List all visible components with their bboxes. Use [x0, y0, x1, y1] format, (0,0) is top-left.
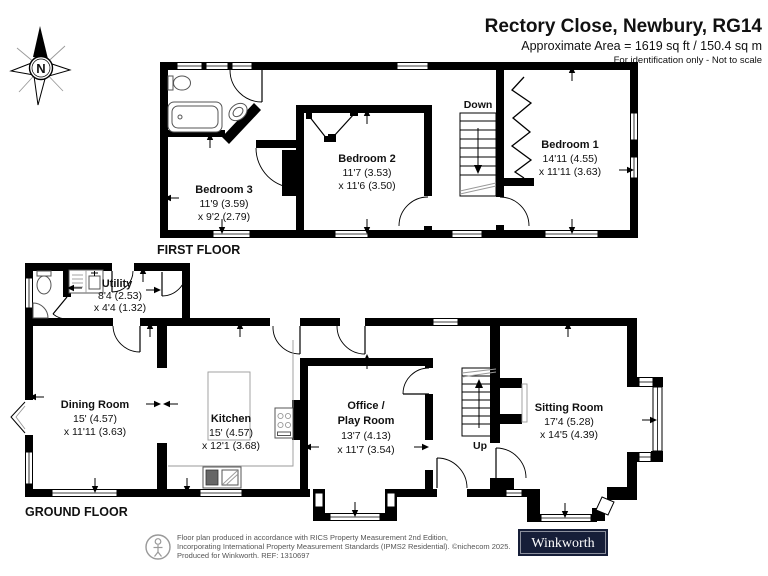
first-floor-plan: Down Bedroom 3 11'9 (3.59) x 9'2 (2.79 [157, 62, 638, 257]
kitchen-dim2: x 12'1 (3.68) [202, 440, 260, 452]
staircase-up: Up [461, 367, 497, 452]
bedroom2-name: Bedroom 2 [338, 153, 395, 165]
footer-copyright: ©nichecom 2025. [452, 542, 510, 551]
compass-north-arrow [33, 26, 48, 59]
sitting-dim2: x 14'5 (4.39) [540, 429, 598, 441]
ground-floor-windows [10, 277, 663, 522]
sitting-dim1: 17'4 (5.28) [544, 416, 594, 428]
ground-floor-plan: Up [10, 263, 663, 522]
kitchen-island [207, 371, 251, 441]
dining-bay-chevron [10, 401, 26, 434]
footer-line3: Produced for Winkworth. REF: 1310697 [177, 551, 310, 560]
bedroom2-dim1: 11'7 (3.53) [342, 167, 391, 179]
kitchen-sink-icon [202, 466, 242, 489]
bedroom1-dim2: x 11'11 (3.63) [539, 166, 601, 178]
office-name2: Play Room [338, 415, 395, 427]
dining-dim1: 15' (4.57) [73, 413, 117, 425]
ground-floor-doors [52, 270, 527, 489]
utility-dim2: x 4'4 (1.32) [94, 302, 146, 314]
first-floor-labels: Bedroom 3 11'9 (3.59) x 9'2 (2.79) Bedro… [157, 139, 601, 257]
utility-dim1: 8'4 (2.53) [98, 290, 142, 302]
staircase-down: Down [459, 99, 497, 197]
header: Rectory Close, Newbury, RG14 Approximate… [485, 16, 763, 66]
stairs-down-label: Down [464, 99, 493, 111]
kitchen-counter [168, 340, 294, 467]
first-floor-windows [176, 62, 638, 238]
bedroom3-dim1: 11'9 (3.59) [199, 198, 248, 210]
sitting-name: Sitting Room [535, 402, 604, 414]
page-title: Rectory Close, Newbury, RG14 [485, 16, 763, 37]
footer-line2: Incorporating International Property Mea… [177, 542, 450, 551]
toilet-icon [167, 75, 191, 91]
bedroom3-dim2: x 9'2 (2.79) [198, 211, 250, 223]
utility-appliances-icon [68, 269, 104, 294]
bedroom3-name: Bedroom 3 [195, 184, 252, 196]
footer-line1: Floor plan produced in accordance with R… [177, 533, 448, 542]
dining-name: Dining Room [61, 399, 130, 411]
stove-icon [274, 407, 294, 439]
office-dim1: 13'7 (4.13) [341, 430, 391, 442]
first-floor-fixtures [167, 75, 533, 179]
wardrobe-zigzag [510, 76, 533, 179]
disclaimer-note: For identification only - Not to scale [614, 55, 762, 66]
first-floor-label: FIRST FLOOR [157, 243, 240, 257]
kitchen-dim1: 15' (4.57) [209, 427, 253, 439]
bedroom2-dim2: x 11'6 (3.50) [338, 180, 395, 192]
winkworth-logo: Winkworth [518, 529, 608, 556]
wc-toilet-icon [36, 270, 52, 295]
ground-floor-labels: Utility 8'4 (2.53) x 4'4 (1.32) Dining R… [25, 278, 603, 519]
bathtub-icon [167, 101, 223, 133]
bedroom1-name: Bedroom 1 [541, 139, 598, 151]
winkworth-logo-text: Winkworth [531, 536, 594, 551]
person-icon [145, 534, 171, 560]
office-dim2: x 11'7 (3.54) [337, 444, 394, 456]
first-floor-doors [229, 69, 530, 227]
approximate-area: Approximate Area = 1619 sq ft / 150.4 sq… [521, 39, 762, 53]
basin-icon [228, 102, 248, 122]
dining-dim2: x 11'11 (3.63) [64, 426, 126, 438]
footer: Floor plan produced in accordance with R… [145, 529, 608, 560]
fireplace-hearth [521, 383, 528, 423]
kitchen-name: Kitchen [211, 413, 252, 425]
bedroom1-dim1: 14'11 (4.55) [543, 153, 598, 165]
office-name1: Office / [347, 400, 384, 412]
ground-floor-label: GROUND FLOOR [25, 505, 128, 519]
wc-basin-icon [32, 302, 49, 319]
ground-floor-fixtures [32, 269, 528, 489]
compass-north-label: N [36, 61, 45, 76]
utility-name: Utility [102, 278, 133, 290]
stairs-up-label: Up [473, 440, 487, 452]
compass-icon: N [9, 26, 72, 106]
